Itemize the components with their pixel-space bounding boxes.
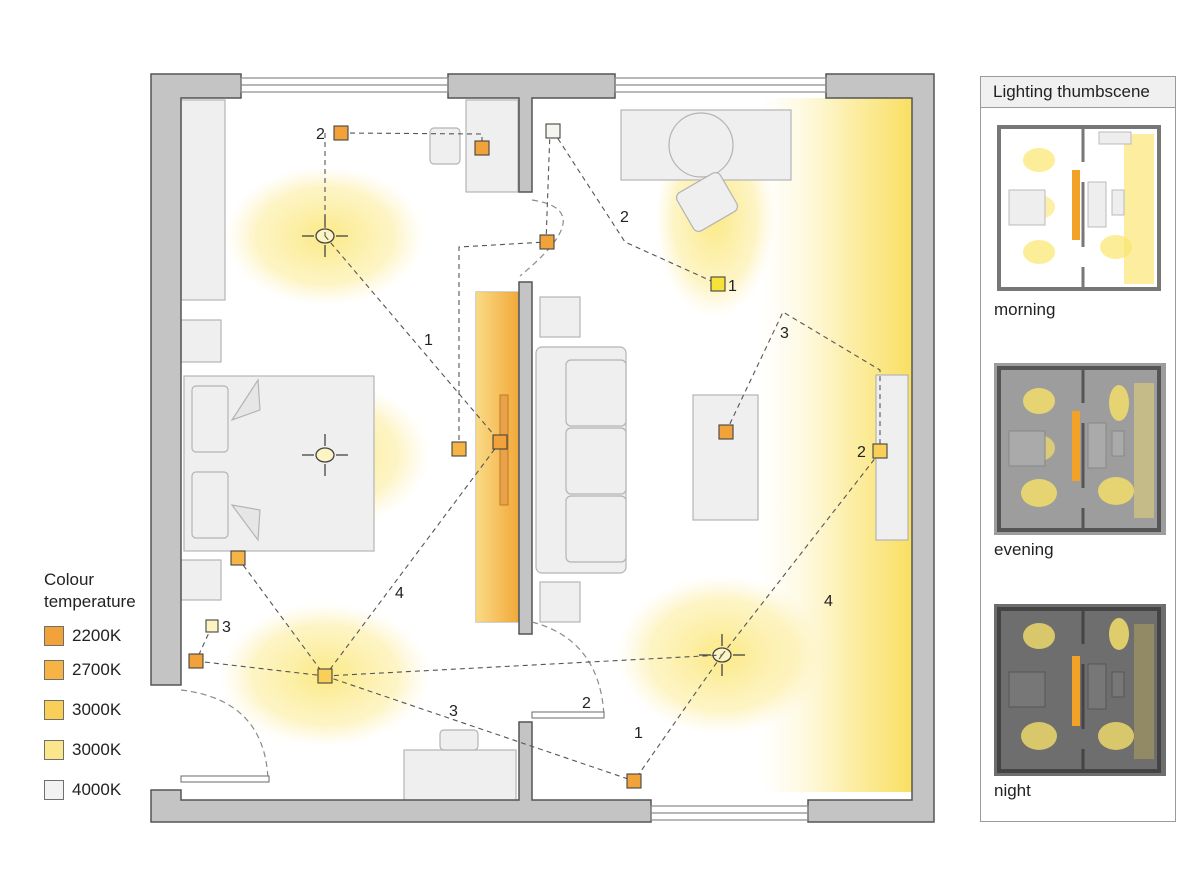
control-2200k-coffee — [718, 424, 734, 440]
thumbscene-title: Lighting thumbscene — [981, 77, 1175, 108]
control-2200k-study-door — [539, 234, 555, 250]
label-c4-b: 4 — [824, 593, 833, 610]
armchair — [675, 172, 739, 232]
entry-desk — [403, 749, 517, 805]
label-c2-a: 2 — [316, 126, 325, 143]
sofa-cushion-2 — [565, 427, 627, 495]
label-c1-a: 1 — [424, 332, 433, 349]
legend-label: 3000K — [72, 740, 122, 759]
bed-fold — [230, 378, 261, 542]
bedroom-cabinet — [180, 319, 222, 363]
label-c1-c: 1 — [634, 725, 643, 742]
controls — [188, 123, 888, 789]
control-2200k-tv — [492, 434, 508, 450]
legend-swatch — [44, 780, 64, 800]
label-c2-d: 2 — [582, 695, 591, 712]
side-table-bottom — [539, 581, 581, 623]
legend-swatch — [44, 740, 64, 760]
label-c3-b: 3 — [222, 619, 231, 636]
legend-label: 2200K — [72, 626, 122, 645]
scene-label-evening: evening — [994, 540, 1054, 559]
walls — [150, 73, 935, 823]
circuit-wiring — [195, 130, 881, 782]
label-c2-c: 2 — [857, 444, 866, 461]
wall-bottom-left — [150, 721, 652, 823]
wardrobe — [180, 99, 226, 301]
legend-swatch — [44, 700, 64, 720]
legend-list: 2200K 2700K 3000K 3000K 4000K — [44, 626, 121, 800]
legend-item: 3000K — [44, 740, 121, 760]
thumb-night-plan — [994, 604, 1166, 776]
partition-wall — [518, 281, 533, 635]
scene-label-morning: morning — [994, 300, 1056, 319]
door-swing-study — [519, 199, 564, 277]
tv-wall-screen — [499, 394, 509, 506]
control-4000k-study — [545, 123, 561, 139]
legend-item: 2200K — [44, 626, 121, 646]
windows — [240, 77, 827, 821]
sofa-cushion-3 — [565, 495, 627, 563]
control-2200k-bedroom-top — [333, 125, 349, 141]
fixture-bedroom-bed — [302, 434, 348, 476]
legend-title-line2: temperature — [44, 592, 136, 611]
control-3000k-sideboard — [872, 443, 888, 459]
legend-label: 4000K — [72, 780, 122, 799]
label-c1-b: 1 — [728, 278, 737, 295]
legend-title: Colour temperature — [44, 569, 164, 613]
thumb-evening-plan — [994, 363, 1166, 535]
thumb-evening[interactable] — [994, 363, 1166, 535]
door-swing-entry — [180, 689, 269, 781]
ceiling-fixtures — [302, 215, 745, 676]
circuit-labels: 2 1 2 1 3 2 4 3 4 2 3 1 — [222, 126, 866, 742]
legend-title-line1: Colour — [44, 570, 95, 589]
legend-swatch — [44, 626, 64, 646]
label-c3-c: 3 — [449, 703, 458, 720]
desk-chair-top — [429, 127, 461, 165]
legend-label: 3000K — [72, 700, 122, 719]
sofa-cushion-1 — [565, 359, 627, 427]
label-c2-b: 2 — [620, 209, 629, 226]
legend-label: 2700K — [72, 660, 122, 679]
door-swing-living — [531, 621, 605, 717]
control-2200k-entry — [188, 653, 204, 669]
label-c3-a: 3 — [780, 325, 789, 342]
control-3000k-reading — [710, 276, 726, 292]
thumb-morning-plan — [994, 122, 1166, 294]
thumb-morning[interactable] — [994, 122, 1166, 294]
door-leaves — [180, 711, 605, 783]
coffee-table — [692, 394, 759, 521]
label-c4-a: 4 — [395, 585, 404, 602]
thumbscene-panel: Lighting thumbscene morning — [980, 76, 1176, 822]
scene-label-night: night — [994, 781, 1031, 800]
control-2700k-tv-left — [451, 441, 467, 457]
wall-top-left — [150, 73, 242, 686]
tv-backlight-strip — [476, 292, 518, 622]
control-4000k-entry — [205, 619, 219, 633]
study-desk — [465, 99, 519, 193]
control-3000k-entry-hub — [317, 668, 333, 684]
control-2700k-nightstand — [230, 550, 246, 566]
legend-swatch — [44, 660, 64, 680]
entry-desk-chair — [439, 729, 479, 751]
bedroom-nightstand — [180, 559, 222, 601]
legend-item: 2700K — [44, 660, 121, 680]
side-table-top — [539, 296, 581, 338]
round-table — [668, 112, 734, 178]
thumb-night[interactable] — [994, 604, 1166, 776]
legend-item: 3000K — [44, 700, 121, 720]
control-2200k-desk — [474, 140, 490, 156]
door-swings — [180, 199, 605, 781]
pillow-bottom — [191, 471, 229, 539]
wall-top-right — [807, 73, 935, 823]
control-2200k-bottom — [626, 773, 642, 789]
pillow-top — [191, 385, 229, 453]
legend-item: 4000K — [44, 780, 121, 800]
